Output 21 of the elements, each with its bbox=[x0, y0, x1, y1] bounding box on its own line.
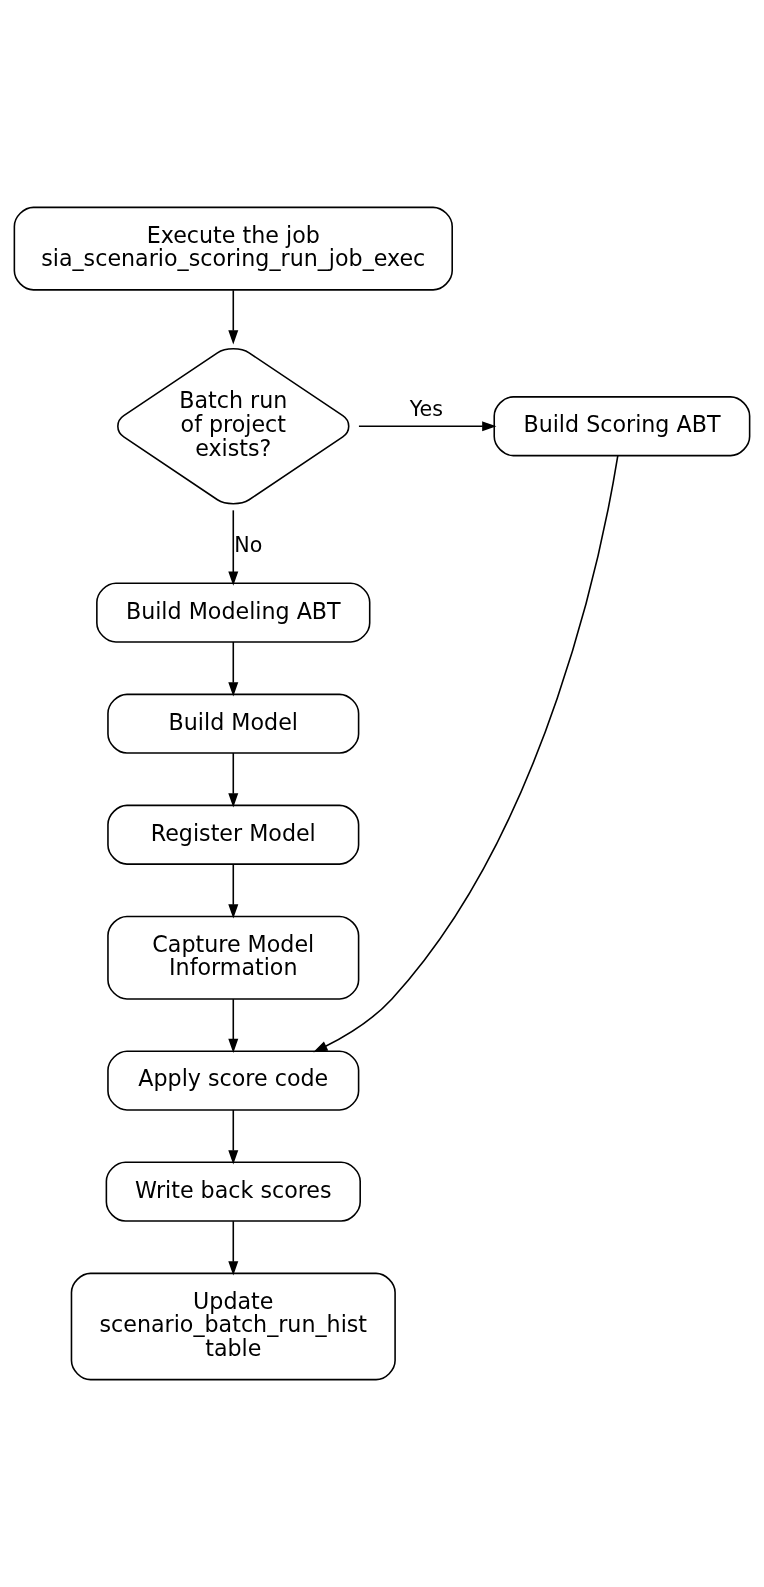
edge-label: No bbox=[234, 533, 263, 558]
arrow bbox=[228, 1220, 239, 1276]
node-box: Update scenario_batch_run_hist table bbox=[70, 1272, 396, 1381]
arrow bbox=[313, 455, 619, 1053]
node-box: Write back scores bbox=[105, 1161, 361, 1222]
arrow bbox=[228, 752, 239, 808]
arrow bbox=[228, 863, 239, 919]
edge-label: Yes bbox=[409, 396, 444, 421]
node-box: Apply score code bbox=[107, 1050, 360, 1111]
arrow bbox=[228, 509, 239, 586]
arrow bbox=[228, 289, 239, 345]
arrow bbox=[358, 421, 497, 432]
arrow bbox=[228, 641, 239, 697]
node-box: Capture Model Information bbox=[107, 915, 360, 1000]
node-box: Register Model bbox=[107, 804, 360, 865]
node-box: Build Model bbox=[107, 693, 360, 754]
arrow bbox=[228, 998, 239, 1054]
arrow bbox=[228, 1109, 239, 1165]
node-box: Build Scoring ABT bbox=[493, 396, 751, 457]
node-box: Execute the job sia_scenario_scoring_run_job_exec bbox=[13, 206, 453, 291]
node-box: Build Modeling ABT bbox=[96, 582, 371, 643]
